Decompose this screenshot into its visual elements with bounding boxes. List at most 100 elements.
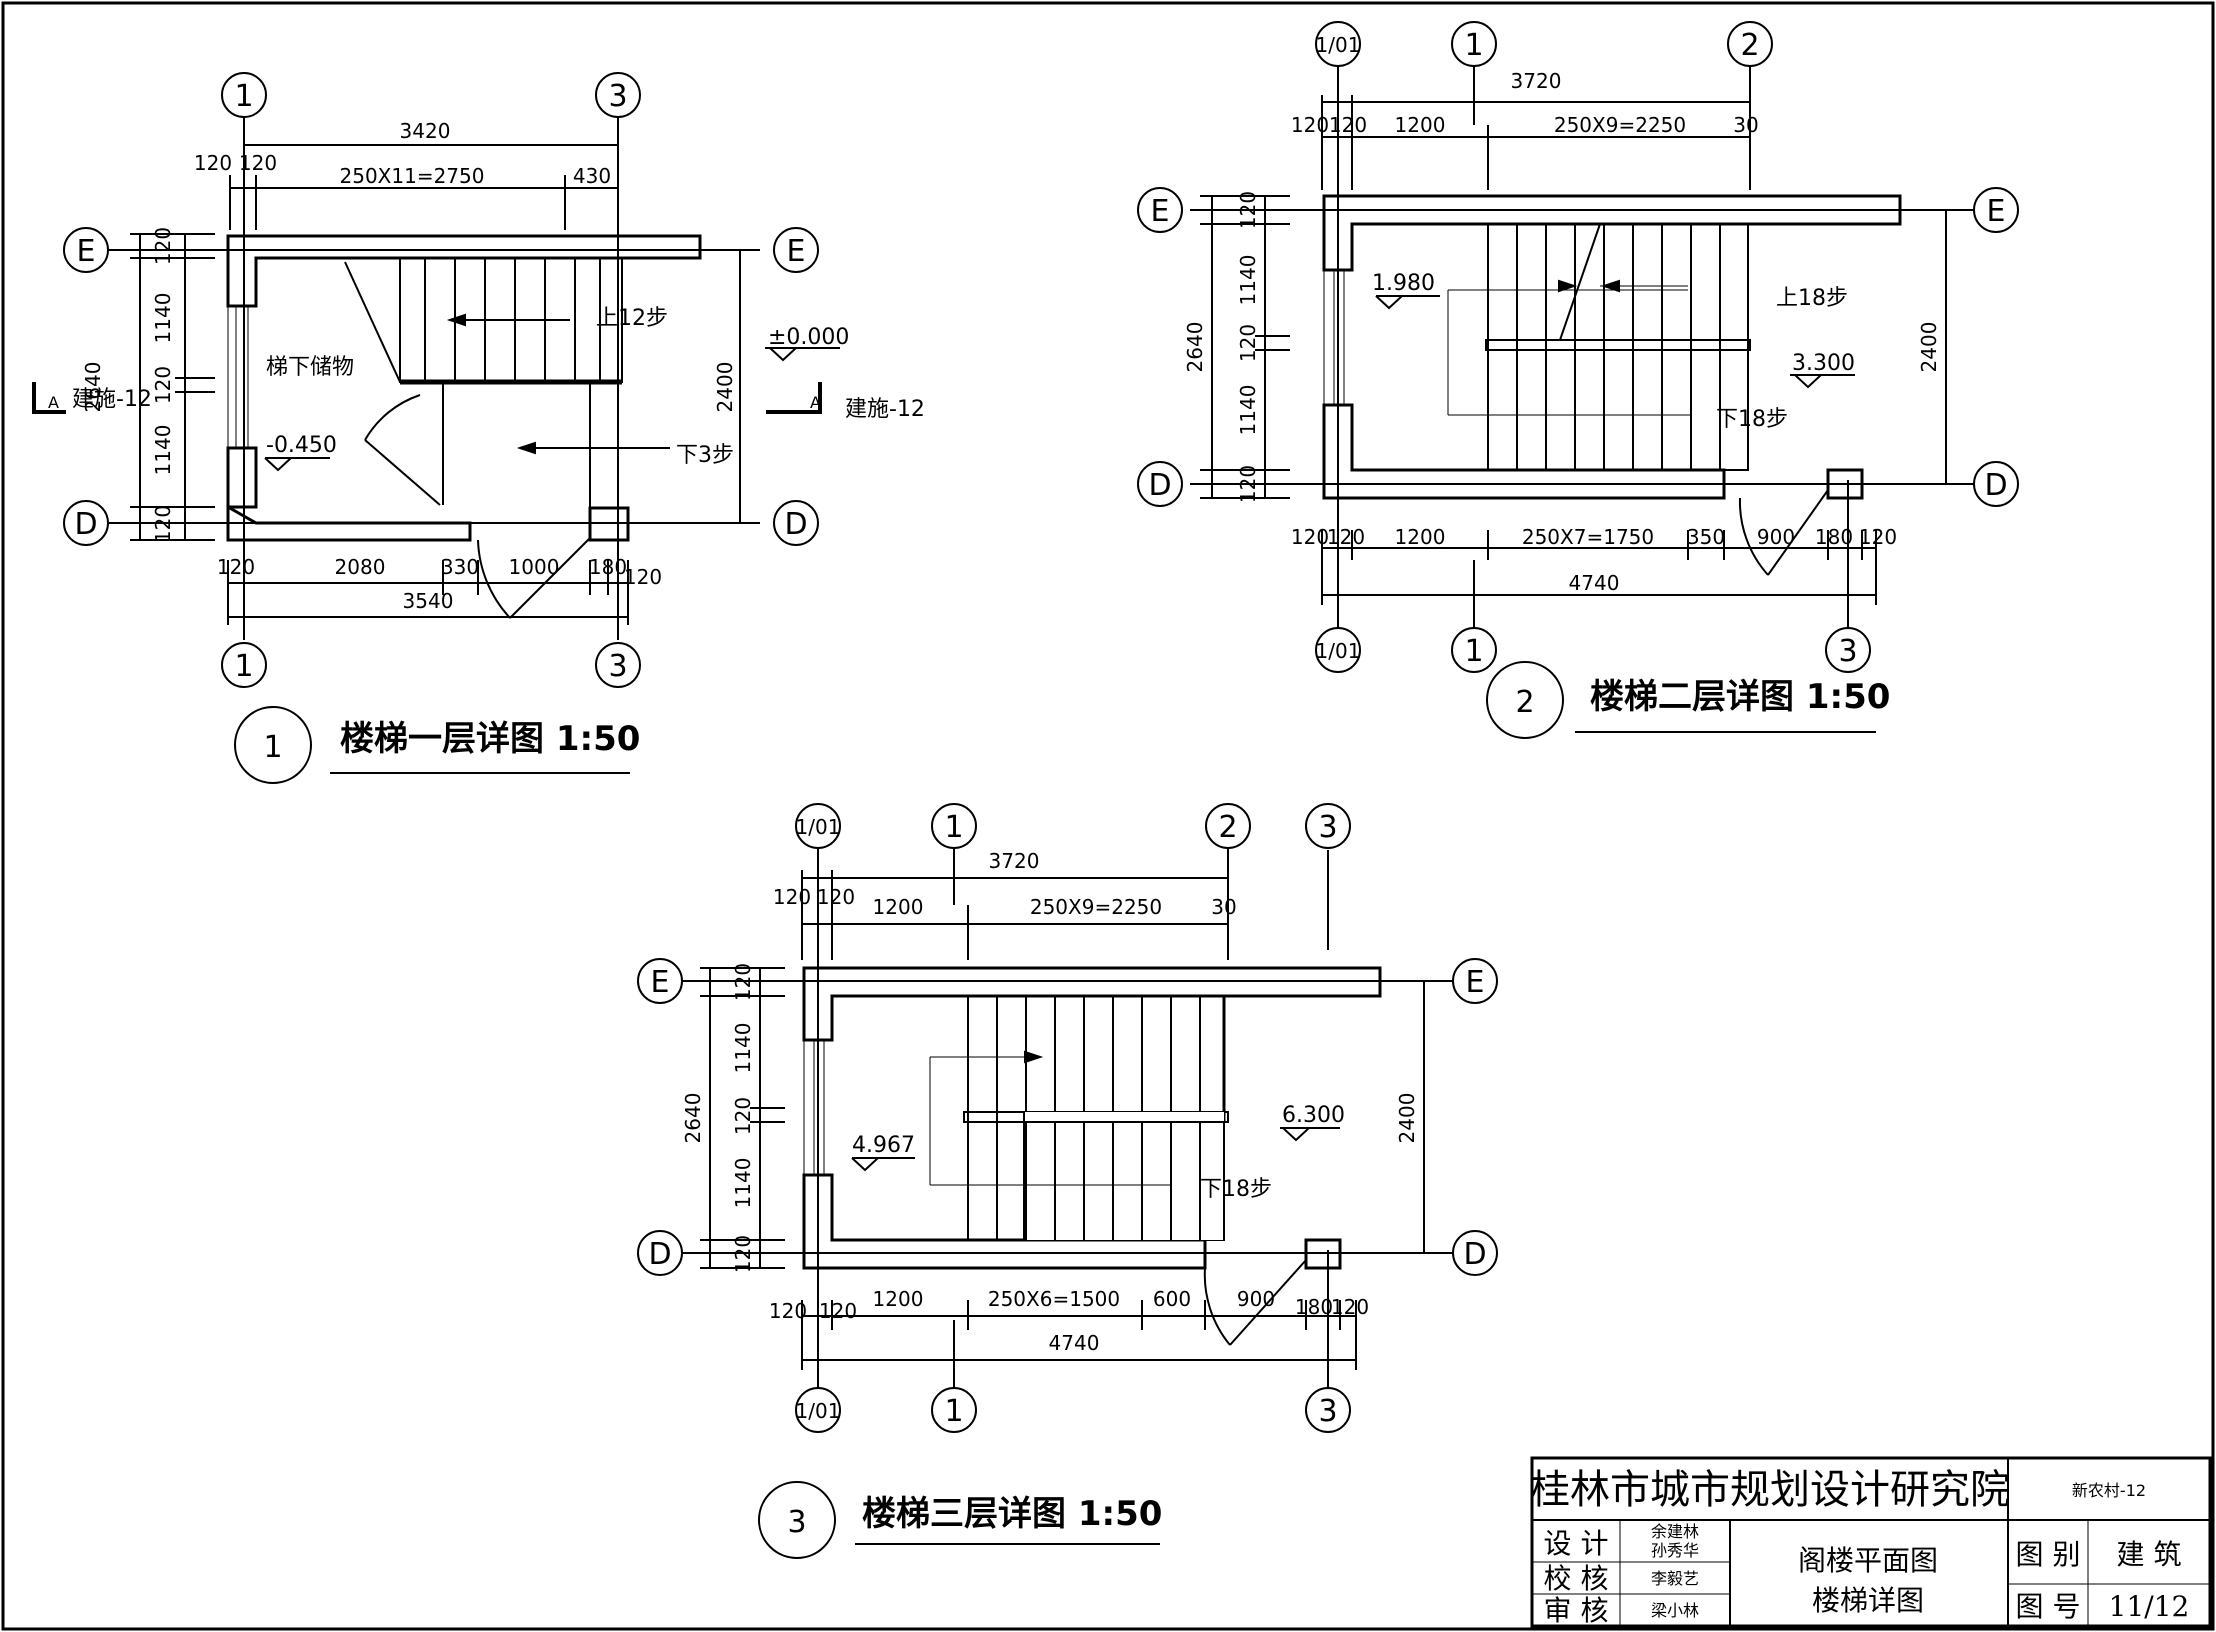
dim-left-c: 120 [151,366,175,404]
dim-bottom-overall: 4740 [1569,571,1620,595]
plan1-axis-bubbles: 1 3 1 3 E D E D [63,72,819,688]
label-up-steps: 上12步 [596,306,668,331]
dim-top-d: 30 [1733,113,1758,137]
dim-top-a: 120 [773,885,811,909]
section-ref-right: 建施-12 [845,397,925,422]
elevation-landing: 4.967 [852,1133,915,1158]
stair-plan-ground-floor [32,115,840,640]
dim-bottom-steps: 250X7=1750 [1522,525,1654,549]
stair-plan-second-floor [1190,60,1990,630]
axis-D-left: D [1148,468,1171,503]
dim-bottom-d: 1000 [509,555,560,579]
axis-D-left: D [648,1237,671,1272]
dim-left-b: 1140 [1236,255,1260,306]
label-up-steps: 上18步 [1776,286,1848,311]
dim-left-a: 120 [151,227,175,265]
dim-bottom-g: 120 [1331,1295,1369,1319]
axis-3-top: 3 [608,79,627,114]
plan1-labels: 梯下储物 上12步 下3步 ±0.000 -0.450 A 建施-12 A 建施… [48,306,925,784]
axis-3-bottom: 3 [608,649,627,684]
section-ref-left: 建施-12 [72,387,152,412]
axis-1-01-bottom: 1/01 [796,1399,841,1423]
elevation-floor: 6.300 [1282,1103,1345,1128]
title-block [1530,1456,2212,1628]
dim-bottom-c: 330 [441,555,479,579]
elevation-landing: 1.980 [1372,271,1435,296]
dim-bottom-b: 120 [1327,525,1365,549]
axis-3-bottom: 3 [1318,1394,1337,1429]
dim-left-e: 120 [731,1235,755,1273]
axis-E-right: E [1466,965,1485,1000]
plan2-title: 楼梯二层详图 1:50 [1590,677,1890,717]
elevation-floor: ±0.000 [768,325,849,350]
plan1-title: 楼梯一层详图 1:50 [340,719,640,759]
plan2-axis-bubbles: 1/01 1 2 1/01 1 3 E D E D [1137,21,2019,673]
dim-left-overall: 2640 [1183,322,1207,373]
dim-bottom-steps: 250X6=1500 [988,1287,1120,1311]
check-label: 校 核 [1544,1562,1609,1595]
axis-D-left: D [74,507,97,542]
project-code: 新农村-12 [2072,1481,2146,1500]
dim-bottom-c: 1200 [873,1287,924,1311]
axis-2-top: 2 [1740,28,1759,63]
axis-1-01-top: 1/01 [1316,33,1361,57]
category-label: 图 别 [2016,1538,2081,1571]
axis-E-right: E [1987,194,2006,229]
dim-left-d: 1140 [1236,385,1260,436]
dim-top-steps: 250X9=2250 [1030,895,1162,919]
plan3-labels: 下18步 4.967 6.300 3 楼梯三层详图 1:50 [758,1103,1345,1559]
dim-overall-top: 3720 [1511,69,1562,93]
label-down-steps: 下3步 [676,443,734,468]
dim-left-e: 120 [1236,465,1260,503]
axis-2-top: 2 [1218,810,1237,845]
dim-left-d: 1140 [151,425,175,476]
dim-left-b: 1140 [731,1023,755,1074]
label-down-steps: 下18步 [1716,407,1788,432]
axis-E-left: E [651,965,670,1000]
dim-right: 2400 [1917,322,1941,373]
dim-left-overall: 2640 [81,362,105,413]
axis-1-bottom: 1 [944,1394,963,1429]
dim-bottom-f: 120 [624,565,662,589]
dim-bottom-overall: 4740 [1049,1331,1100,1355]
elevation-low: -0.450 [266,433,337,458]
dim-left-d: 1140 [731,1158,755,1209]
dim-left-e: 120 [151,505,175,543]
dim-left-a: 120 [731,963,755,1001]
plan3-dimensions: 3720 120 120 1200 250X9=2250 30 120 120 … [681,849,1419,1355]
axis-1-01-top: 1/01 [796,815,841,839]
label-down-steps: 下18步 [1200,1177,1272,1202]
plan2-labels: 上18步 下18步 1.980 3.300 2 楼梯二层详图 1:50 [1372,271,1890,739]
dim-bottom-c: 1200 [1395,525,1446,549]
section-mark-left: A [48,393,59,412]
dim-top-b: 120 [239,151,277,175]
drawing-title-2: 楼梯详图 [1812,1584,1924,1617]
dim-left-c: 120 [731,1097,755,1135]
plan1-title-number: 1 [263,730,282,765]
dim-right: 2400 [713,362,737,413]
dim-bottom-a: 120 [1291,525,1329,549]
dim-left-a: 120 [1236,191,1260,229]
dim-bottom-e: 900 [1237,1287,1275,1311]
dim-overall-top: 3720 [989,849,1040,873]
dim-bottom-overall: 3540 [403,589,454,613]
number-label: 图 号 [2016,1590,2081,1623]
plan3-axis-bubbles: 1/01 1 2 3 1/01 1 3 E D E D [637,803,1498,1433]
design-label: 设 计 [1544,1527,1609,1560]
axis-D-right: D [1984,468,2007,503]
dim-bottom-a: 120 [217,555,255,579]
dim-bottom-e: 900 [1757,525,1795,549]
dim-overall-top: 3420 [400,119,451,143]
section-mark-right: A [810,393,821,412]
plan2-dimensions: 3720 120 120 1200 250X9=2250 30 120 120 … [1183,69,1941,595]
review-label: 审 核 [1544,1594,1609,1627]
dim-top-b: 120 [817,885,855,909]
dim-bottom-b: 2080 [335,555,386,579]
dim-left-b: 1140 [151,293,175,344]
institute-name: 桂林市城市规划设计研究院 [1530,1467,2010,1513]
axis-E-left: E [1151,194,1170,229]
checker-name: 李毅艺 [1651,1569,1699,1588]
plan3-title: 楼梯三层详图 1:50 [862,1494,1162,1534]
dim-top-d: 30 [1211,895,1236,919]
designer-2: 孙秀华 [1651,1541,1699,1560]
